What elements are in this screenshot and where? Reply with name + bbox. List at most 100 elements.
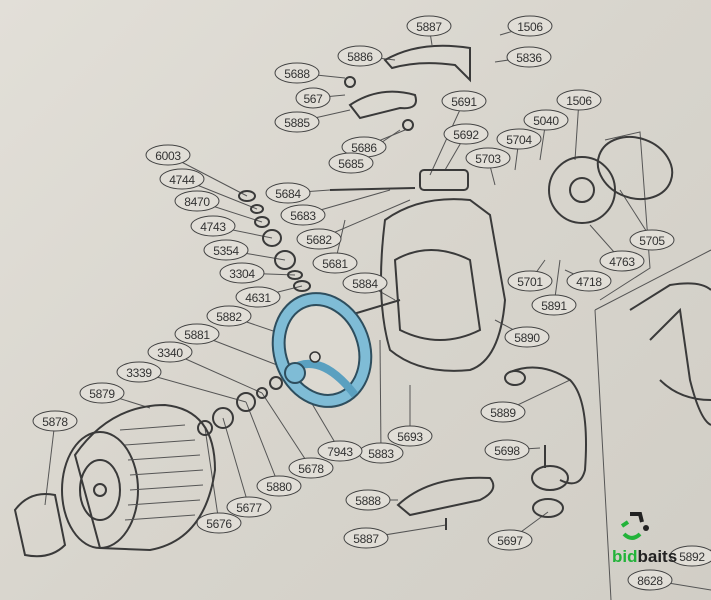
part-label-5692: 5692 — [443, 123, 489, 145]
bail-wire — [509, 366, 587, 485]
label-bubble — [295, 87, 331, 109]
bail-trip-block — [419, 169, 469, 191]
part-label-5887: 5887 — [406, 15, 452, 37]
part-label-5703: 5703 — [465, 147, 511, 169]
part-number: 4718 — [576, 275, 602, 289]
trip-lever — [329, 187, 416, 191]
label-bubble — [669, 545, 711, 567]
part-number: 7943 — [327, 445, 353, 459]
watermark-brand: bidbaits — [612, 547, 677, 567]
part-label-5698: 5698 — [484, 439, 530, 461]
label-bubble — [496, 128, 542, 150]
part-number: 3304 — [229, 267, 255, 281]
part-number: 5693 — [397, 430, 423, 444]
section-border — [599, 131, 651, 301]
part-number: 5354 — [213, 244, 239, 258]
part-number: 5684 — [275, 187, 301, 201]
part-label-5681: 5681 — [312, 252, 358, 274]
label-bubble — [342, 272, 388, 294]
part-label-4744: 4744 — [159, 168, 205, 190]
part-label-5701: 5701 — [507, 270, 553, 292]
label-bubble — [174, 323, 220, 345]
part-number: 8470 — [184, 195, 210, 209]
part-number: 567 — [303, 92, 323, 106]
part-label-5880: 5880 — [256, 475, 302, 497]
part-number: 5888 — [355, 494, 381, 508]
part-label-5879: 5879 — [79, 382, 125, 404]
bail-wire-end — [504, 370, 526, 386]
part-label-4743: 4743 — [190, 215, 236, 237]
label-bubble — [116, 361, 162, 383]
label-bubble — [523, 109, 569, 131]
part-number: 5878 — [42, 415, 68, 429]
part-number: 5677 — [236, 501, 262, 515]
part-label-3304: 3304 — [219, 262, 265, 284]
part-number: 5678 — [298, 462, 324, 476]
drag-knob — [13, 493, 67, 558]
label-bubble — [206, 305, 252, 327]
part-number: 5685 — [338, 157, 364, 171]
label-bubble — [145, 144, 191, 166]
rotor — [271, 292, 373, 408]
part-label-5882: 5882 — [206, 305, 252, 327]
part-number: 5881 — [184, 328, 210, 342]
part-number: 5883 — [368, 447, 394, 461]
part-number: 5697 — [497, 534, 523, 548]
label-bubble — [219, 262, 265, 284]
leader-line — [204, 427, 220, 524]
leader-line — [261, 392, 312, 469]
part-label-5888: 5888 — [345, 489, 391, 511]
part-label-5693: 5693 — [387, 425, 433, 447]
part-number: 5681 — [322, 257, 348, 271]
leader-line — [379, 339, 382, 454]
label-bubble — [226, 496, 272, 518]
part-label-1506: 1506 — [507, 15, 553, 37]
part-number: 5889 — [490, 406, 516, 420]
part-label-5677: 5677 — [226, 496, 272, 518]
part-label-6003: 6003 — [145, 144, 191, 166]
label-bubble — [504, 326, 550, 348]
part-number: 5886 — [347, 50, 373, 64]
part-number: 1506 — [517, 20, 543, 34]
part-number: 5704 — [506, 133, 532, 147]
label-bubble — [337, 45, 383, 67]
part-label-5883: 5883 — [358, 442, 404, 464]
part-label-5889: 5889 — [480, 401, 526, 423]
part-label-5886: 5886 — [337, 45, 383, 67]
bail-arm — [383, 44, 471, 83]
part-number: 4743 — [200, 220, 226, 234]
part-label-8470: 8470 — [174, 190, 220, 212]
label-bubble — [235, 286, 281, 308]
label-bubble — [317, 440, 363, 462]
part-number: 5880 — [266, 480, 292, 494]
part-label-5688: 5688 — [274, 62, 320, 84]
part-label-5683: 5683 — [280, 204, 326, 226]
part-label-5354: 5354 — [203, 239, 249, 261]
part-label-4631: 4631 — [235, 286, 281, 308]
part-label-4763: 4763 — [599, 250, 645, 272]
side-plate — [548, 156, 616, 224]
brand-part-2: baits — [637, 547, 678, 566]
reel-body — [380, 198, 507, 372]
part-label-5704: 5704 — [496, 128, 542, 150]
part-number: 4744 — [169, 173, 195, 187]
part-number: 5885 — [284, 116, 310, 130]
part-number: 5692 — [453, 128, 479, 142]
part-number: 8628 — [637, 574, 663, 588]
label-bubble — [256, 475, 302, 497]
part-number: 5892 — [679, 550, 705, 564]
label-bubble — [190, 215, 236, 237]
section-border — [594, 249, 711, 600]
label-bubble — [280, 204, 326, 226]
label-bubble — [480, 401, 526, 423]
line-roller-arm — [348, 90, 417, 120]
leader-line — [44, 420, 56, 506]
part-label-1506: 1506 — [556, 89, 602, 111]
label-bubble — [288, 457, 334, 479]
part-label-5892: 5892 — [669, 545, 711, 567]
label-bubble — [506, 46, 552, 68]
part-number: 4631 — [245, 291, 271, 305]
part-number: 3340 — [157, 346, 183, 360]
